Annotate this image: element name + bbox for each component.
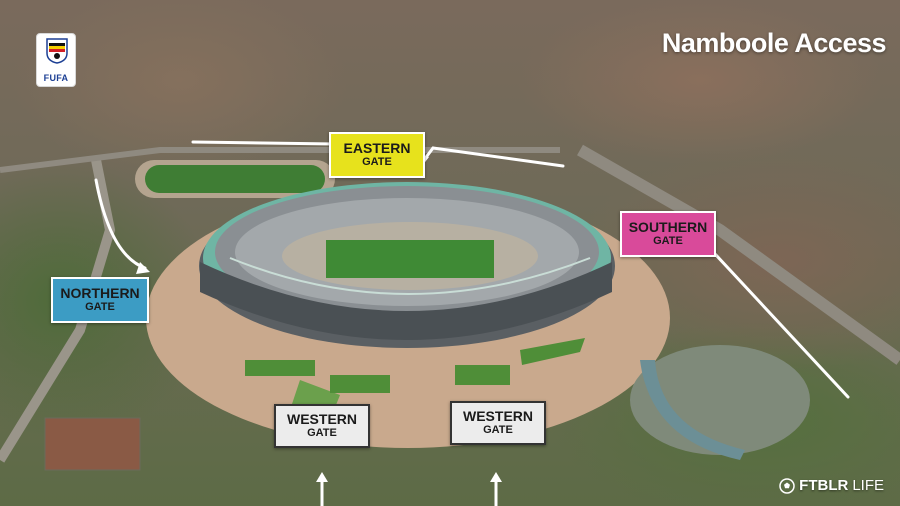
- watermark-bold: FTBLR: [799, 477, 849, 494]
- gate-sub: GATE: [653, 235, 683, 248]
- arrow-head-north: [136, 262, 150, 274]
- gate-name: WESTERN: [463, 408, 533, 425]
- arrow-south: [700, 238, 850, 399]
- arrow-east-right: [431, 146, 565, 168]
- watermark-light: LIFE: [852, 477, 884, 494]
- tennis-court: [44, 417, 141, 471]
- gate-name: SOUTHERN: [628, 219, 708, 236]
- arrow-head-west-1: [316, 472, 328, 482]
- gate-sub: GATE: [85, 301, 115, 314]
- gate-name: EASTERN: [343, 140, 411, 157]
- stadium-facade: [200, 262, 612, 340]
- road-north: [0, 147, 560, 173]
- football-icon: [779, 477, 795, 494]
- arrow-head-west-2: [490, 472, 502, 482]
- gate-sub: GATE: [362, 156, 392, 169]
- road-east: [577, 144, 900, 365]
- lawn-5: [520, 338, 585, 365]
- lawn-2: [330, 375, 390, 393]
- western-gate-2-label: WESTERN GATE: [450, 401, 546, 445]
- fufa-logo: FUFA: [36, 33, 76, 87]
- logo-text: FUFA: [43, 73, 69, 83]
- annex-building: [640, 360, 745, 460]
- map-title: Namboole Access: [661, 28, 887, 58]
- gate-name: WESTERN: [287, 411, 357, 428]
- western-gate-1-label: WESTERN GATE: [274, 404, 370, 448]
- gate-sub: GATE: [483, 424, 513, 437]
- arrow-north: [94, 178, 147, 270]
- training-pitch: [145, 165, 325, 193]
- northern-gate-label: NORTHERN GATE: [51, 277, 149, 323]
- southern-gate-label: SOUTHERN GATE: [620, 211, 716, 257]
- gate-name: NORTHERN: [60, 285, 140, 302]
- arrow-east-left: [191, 140, 337, 146]
- eastern-gate-label: EASTERN GATE: [329, 132, 425, 178]
- roof-edge: [229, 257, 591, 295]
- fufa-crest-icon: [46, 38, 68, 64]
- lawn-4: [245, 360, 315, 376]
- gate-sub: GATE: [307, 427, 337, 440]
- main-pitch: [326, 240, 494, 278]
- lawn-3: [455, 365, 510, 385]
